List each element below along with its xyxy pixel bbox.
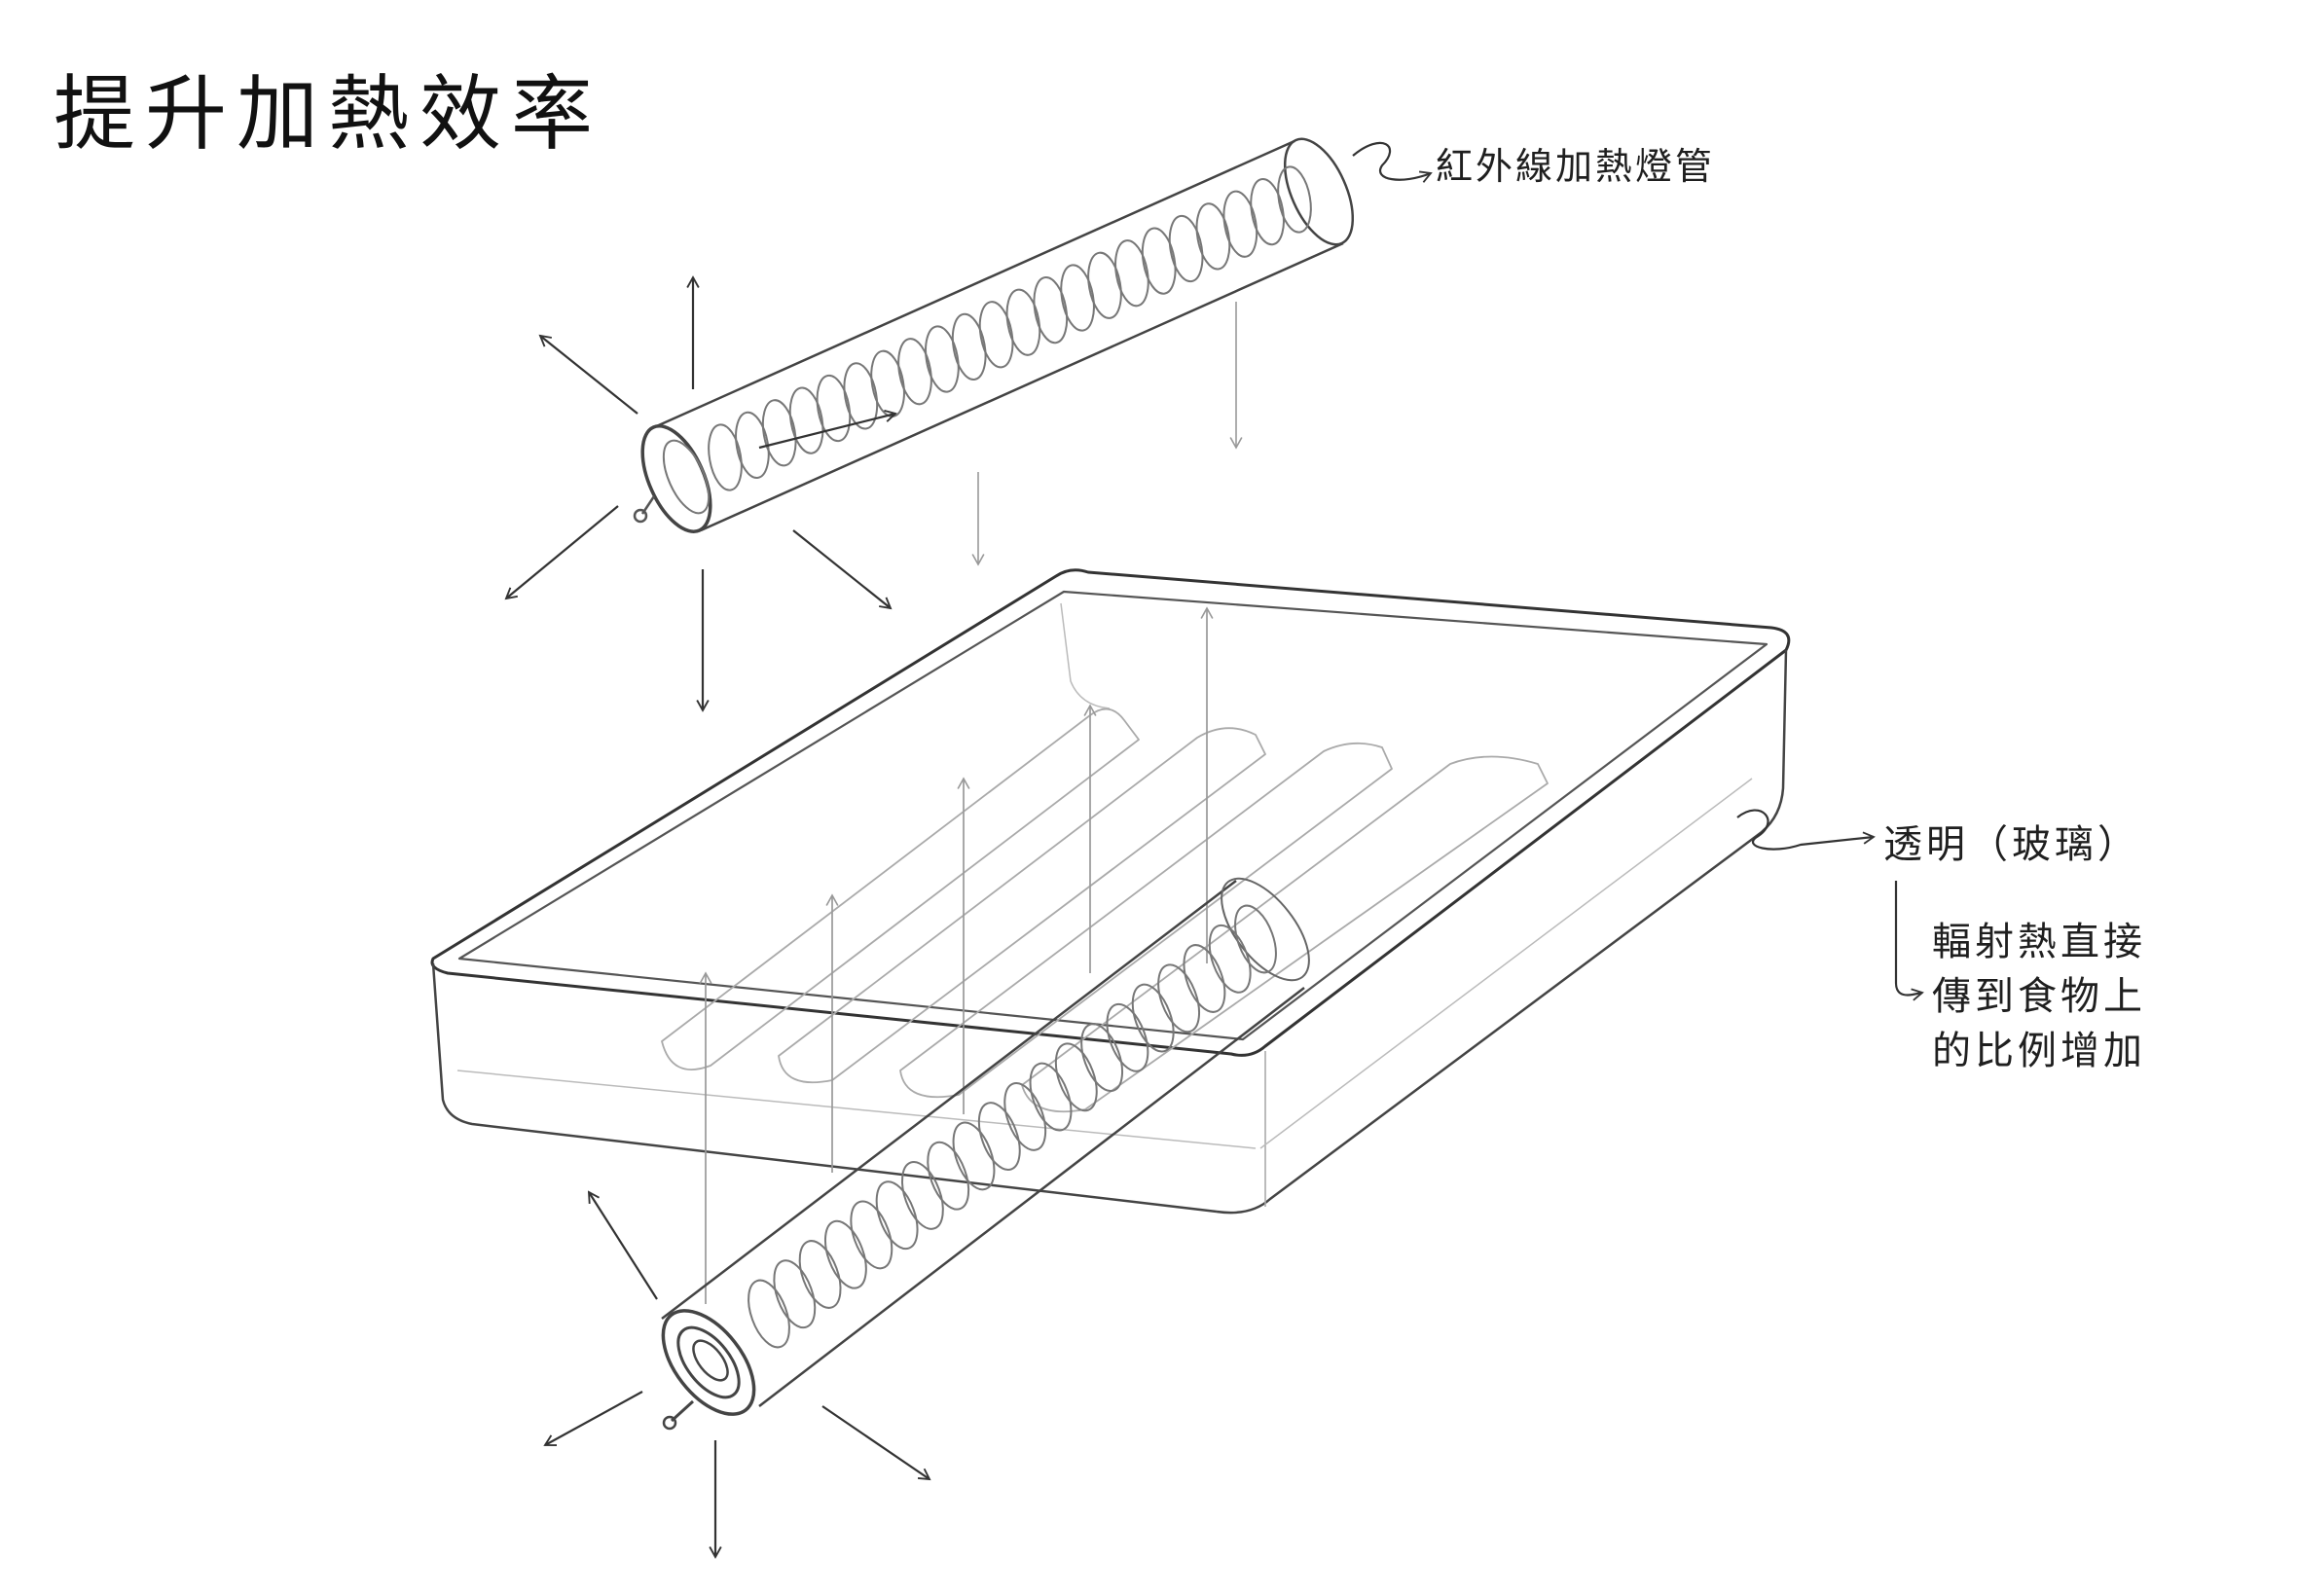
heating-tube-label: 紅外線加熱燈管 [1436,145,1716,188]
coil-loop [925,325,960,393]
top-tube-coils [708,165,1312,491]
leader-arrow-icon [1736,809,1876,851]
coil-loop [798,1240,842,1309]
coil-loop [897,338,932,406]
coil-loop [1277,165,1312,234]
coil-loop [761,399,797,467]
coil-loop [1106,1002,1149,1072]
coil-loop [1195,202,1231,271]
heat-arrow-icon [538,334,638,415]
coil-loop [816,374,852,443]
coil-loop [850,1200,893,1270]
coil-loop [747,1279,790,1349]
coil-loop [1208,924,1252,994]
coil-loop [1033,276,1069,345]
bottom-tube-coils [747,904,1277,1349]
coil-loop [1114,239,1149,308]
note-bracket-icon [1894,881,1924,1001]
coil-loop [900,1161,944,1230]
coil-loop [1183,944,1226,1013]
note-line: 的比例增加 [1932,1029,2146,1073]
coil-loop [977,1102,1021,1171]
top-heating-tube [633,137,1355,533]
note-line: 傳到食物上 [1932,974,2146,1019]
heat-arrow-icon [543,1391,643,1446]
coil-loop [823,1219,867,1289]
transparent-glass-label: 透明（玻璃） [1883,822,2140,867]
glass-tray [430,568,1791,1304]
coil-loop [1087,251,1122,319]
leader-arrow-icon [1352,141,1433,183]
coil-loop [1003,1082,1047,1151]
heat-arrow-icon [792,529,893,610]
coil-loop [978,301,1014,369]
coil-loop [927,1141,970,1211]
coil-loop [1029,1062,1073,1132]
heat-arrow-icon [587,1190,658,1300]
coil-loop [708,423,743,491]
coil-loop [1157,963,1201,1034]
coil-loop [875,1180,919,1251]
coil-loop [1222,190,1258,258]
coil-loop [1080,1023,1124,1092]
coil-loop [1141,227,1177,295]
coil-loop [952,1121,996,1191]
diagram-title: 提升加熱效率 [54,66,603,162]
coil-loop [951,312,987,381]
coil-loop [843,362,879,430]
bottom-heating-tube [661,877,1310,1431]
coil-loop [1234,904,1277,974]
coil-loop [735,411,770,479]
coil-loop [788,386,824,454]
coil-loop [1168,214,1204,283]
radiant-heat-note: 輻射熱直接 傳到食物上 的比例增加 [1932,915,2146,1078]
heat-arrow-icon [821,1405,931,1481]
coil-loop [1054,1042,1098,1112]
coil-loop [773,1259,817,1329]
bottom-radiating-arrows [543,1190,931,1559]
note-line: 輻射熱直接 [1932,920,2146,964]
top-radiating-arrows [504,275,1243,712]
coil-loop [1005,288,1041,356]
coil-loop [1060,264,1095,332]
heat-arrow-icon [504,505,619,600]
coil-loop [1131,983,1175,1053]
coil-loop [1250,178,1285,246]
